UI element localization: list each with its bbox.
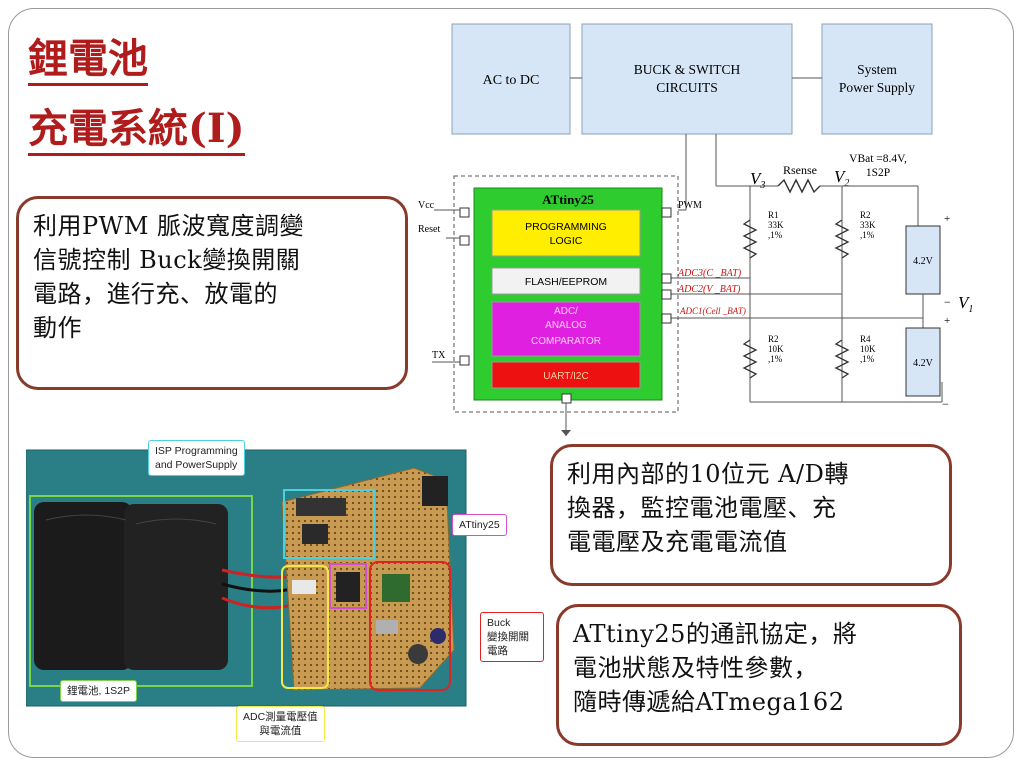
vbat-label-1: VBat =8.4V,	[849, 153, 907, 165]
cell-top-label: 4.2V	[913, 256, 934, 267]
isp-callout-line2: and PowerSupply	[155, 459, 238, 471]
buck-callout: Buck 變換開關 電路	[480, 612, 544, 662]
battery-callout-text: 鋰電池, 1S2P	[67, 685, 131, 697]
slide-title-line2: 充電系統(I)	[28, 105, 245, 156]
battery-pack-right	[124, 504, 228, 670]
box-line: 換器，監控電池電壓、充	[567, 494, 837, 522]
attiny-chip-highlight	[329, 563, 367, 609]
box-line: 隨時傳遞給ATmega162	[573, 688, 845, 716]
ac-dc-block	[451, 23, 571, 135]
adc-label-1: ADC/	[554, 306, 578, 317]
adc3-label: ADC3(C _BAT)	[677, 268, 742, 279]
adc-description-box: 利用內部的10位元 A/D轉 換器，監控電池電壓、充 電電壓及充電電流值	[550, 444, 952, 586]
box-line: 利用PWM 脈波寬度調變	[33, 212, 305, 240]
isp-callout: ISP Programming and PowerSupply	[148, 440, 245, 476]
v3-label: V3	[750, 169, 765, 191]
buck-callout-line3: 電路	[487, 645, 508, 657]
adc-measure-callout: ADC測量電壓值 與電流值	[236, 706, 325, 742]
mcu-dashed-outline	[453, 175, 679, 413]
box-line: 電池狀態及特性參數，	[573, 654, 818, 682]
reset-pin-label: Reset	[418, 224, 440, 235]
v2-label: V2	[834, 167, 849, 189]
pwm-pin-label: PWM	[678, 200, 702, 211]
buck-callout-line1: Buck	[487, 617, 511, 629]
prog-label-2: LOGIC	[550, 235, 583, 247]
adc-label-2: ANALOG	[545, 320, 587, 331]
rsense-label: Rsense	[783, 163, 817, 177]
buck-label-2: CIRCUITS	[656, 80, 718, 95]
adc2-label: ADC2(V _BAT)	[677, 284, 741, 295]
box-line: 利用內部的10位元 A/D轉	[567, 460, 849, 488]
prog-label-1: PROGRAMMING	[525, 221, 607, 233]
attiny-callout-text: ATtiny25	[459, 519, 500, 531]
system-label-1: System	[857, 62, 897, 77]
uart-block	[491, 361, 641, 389]
cell-bottom-label: 4.2V	[913, 358, 934, 369]
adc-measure-callout-line1: ADC測量電壓值	[243, 711, 318, 723]
board-photo: ISP Programming and PowerSupply ATtiny25…	[25, 440, 550, 750]
ac-dc-label: AC to DC	[483, 73, 540, 88]
pwm-description-box: 利用PWM 脈波寬度調變 信號控制 Buck變換開關 電路，進行充、放電的 動作	[16, 196, 408, 390]
r4-resistor	[834, 339, 850, 379]
comm-description-box: ATtiny25的通訊協定，將 電池狀態及特性參數， 隨時傳遞給ATmega16…	[556, 604, 962, 746]
adc-block	[491, 301, 641, 357]
system-label-2: Power Supply	[839, 80, 915, 95]
isp-callout-line1: ISP Programming	[155, 445, 238, 457]
attiny-callout: ATtiny25	[452, 514, 507, 536]
battery-pack-left	[34, 502, 132, 670]
box-line: 動作	[33, 314, 82, 342]
vcc-pin-label: Vcc	[418, 200, 435, 211]
rsense-resistor	[777, 178, 821, 194]
flash-block	[491, 267, 641, 295]
cell-bottom-plus: +	[944, 315, 950, 327]
cell-bottom-minus: −	[942, 397, 949, 411]
v1-label: V1	[958, 293, 973, 315]
box-line: 信號控制 Buck變換開關	[33, 246, 301, 274]
system-supply-block	[821, 23, 933, 135]
box-line: 電路，進行充、放電的	[33, 280, 278, 308]
flash-label: FLASH/EEPROM	[525, 276, 607, 288]
cell-bottom	[905, 327, 941, 397]
r2-resistor	[834, 219, 850, 259]
cell-top-minus: −	[944, 295, 951, 309]
slide-title-line1: 鋰電池	[28, 35, 148, 86]
box-line: ATtiny25的通訊協定，將	[573, 620, 858, 648]
vbat-label-2: 1S2P	[866, 167, 890, 179]
r3-resistor	[742, 339, 758, 379]
uart-label: UART/I2C	[543, 371, 588, 382]
prog-logic-block	[491, 209, 641, 257]
adc-measure-callout-line2: 與電流值	[259, 725, 302, 737]
protoboard	[281, 467, 455, 691]
adc-label-3: COMPARATOR	[531, 336, 601, 347]
mcu-name: ATtiny25	[542, 192, 594, 207]
r1-resistor	[742, 219, 758, 259]
slide-frame	[8, 8, 1014, 758]
board-photo-illustration	[25, 449, 467, 707]
adc1-label: ADC1(Cell _BAT)	[679, 306, 746, 316]
charger-circuit-diagram: AC to DC BUCK & SWITCH CIRCUITS System P…	[416, 22, 984, 436]
buck-callout-line2: 變換開關	[487, 631, 529, 643]
buck-label-1: BUCK & SWITCH	[634, 62, 741, 77]
tx-pin-label: TX	[432, 350, 446, 361]
buck-block	[581, 23, 793, 135]
battery-callout: 鋰電池, 1S2P	[60, 680, 138, 702]
box-line: 電電壓及充電電流值	[567, 528, 788, 556]
cell-top-plus: +	[944, 213, 950, 225]
